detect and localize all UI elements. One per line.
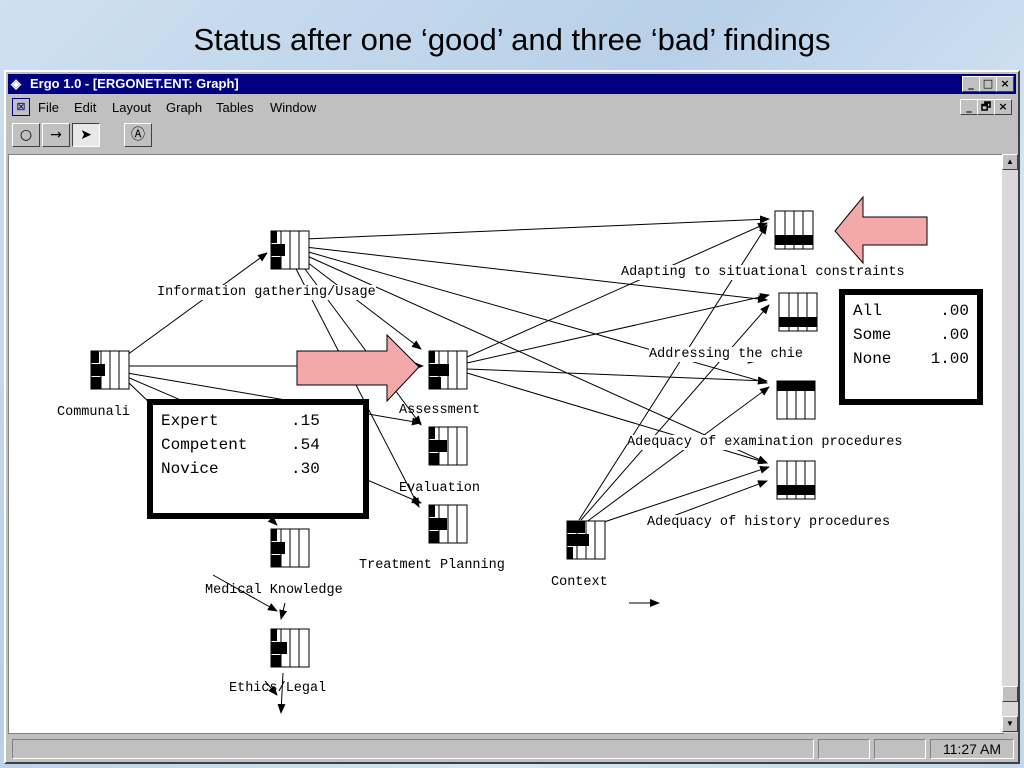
status-panel-2 xyxy=(818,739,870,759)
node-context-label: Context xyxy=(551,575,608,590)
vertical-scrollbar[interactable]: ▲ ▼ xyxy=(1002,154,1018,733)
child-minimize-button[interactable]: _ xyxy=(960,99,978,115)
prob-row-competent: Competent .54 xyxy=(161,433,355,457)
prob-value: 1.00 xyxy=(930,350,969,368)
node-treat-table[interactable] xyxy=(428,504,468,544)
slide-title: Status after one ‘good’ and three ‘bad’ … xyxy=(193,22,831,57)
pink-arrow-left xyxy=(834,195,928,265)
prob-label: None xyxy=(853,350,892,368)
node-treat-label: Treatment Planning xyxy=(359,558,505,573)
prob-label: Competent xyxy=(161,436,248,454)
node-medk-label: Medical Knowledge xyxy=(205,583,343,598)
prob-row-all: All .00 xyxy=(853,299,969,323)
prob-label: Some xyxy=(853,326,892,344)
node-info-table[interactable] xyxy=(270,230,310,270)
status-panel-3 xyxy=(874,739,926,759)
prob-value: .30 xyxy=(291,460,320,478)
node-adeq-hist-table[interactable] xyxy=(776,460,816,500)
node-assess-label: Assessment xyxy=(399,403,481,418)
node-addressing-label: Addressing the chie xyxy=(649,347,803,362)
node-eval-table[interactable] xyxy=(428,426,468,466)
circle-tool-button[interactable]: ○ xyxy=(12,123,40,147)
node-comm-label: Communali xyxy=(57,405,130,420)
node-assess-table[interactable] xyxy=(428,350,468,390)
pointer-icon: ➤ xyxy=(80,127,92,143)
graph-canvas[interactable]: Information gathering/Usage Communali As… xyxy=(8,154,1004,734)
circle-icon: ○ xyxy=(19,127,33,143)
prob-row-novice: Novice .30 xyxy=(161,457,355,481)
node-addressing-table[interactable] xyxy=(778,292,818,332)
prob-value: .00 xyxy=(940,302,969,320)
node-eval-label: Evaluation xyxy=(399,481,481,496)
app-icon: ◈ xyxy=(11,76,21,91)
window-titlebar: ◈ Ergo 1.0 - [ERGONET.ENT: Graph] _ □ × xyxy=(8,74,1016,94)
menu-layout[interactable]: Layout xyxy=(112,100,152,115)
node-ethics-label: Ethics/Legal xyxy=(229,681,327,696)
node-info-label: Information gathering/Usage xyxy=(157,285,376,300)
network-graph xyxy=(90,195,928,714)
menu-bar: ⊠ File Edit Layout Graph Tables Window _… xyxy=(8,96,1016,118)
node-adapting-table[interactable] xyxy=(774,210,814,250)
scroll-down-button[interactable]: ▼ xyxy=(1002,716,1018,732)
scroll-thumb[interactable] xyxy=(1002,686,1018,702)
status-bar: 11:27 AM xyxy=(8,736,1016,762)
window-title: Ergo 1.0 - [ERGONET.ENT: Graph] xyxy=(30,76,239,91)
pink-arrow-right xyxy=(296,333,420,403)
node-ethics-table[interactable] xyxy=(270,628,310,668)
atom-tool-button[interactable]: Ⓐ xyxy=(124,123,152,147)
status-message xyxy=(12,739,814,759)
minimize-button[interactable]: _ xyxy=(962,76,980,92)
prob-value: .15 xyxy=(291,412,320,430)
child-close-button[interactable]: × xyxy=(994,99,1012,115)
node-adeq-hist-label: Adequacy of history procedures xyxy=(647,515,891,530)
menu-window[interactable]: Window xyxy=(270,100,317,115)
arrow-tool-button[interactable]: → xyxy=(42,123,70,147)
node-adeq-exam-table[interactable] xyxy=(776,380,816,420)
node-context-table[interactable] xyxy=(566,520,606,560)
document-icon[interactable]: ⊠ xyxy=(12,98,30,116)
pointer-tool-button[interactable]: ➤ xyxy=(72,123,100,147)
ergo-window: ◈ Ergo 1.0 - [ERGONET.ENT: Graph] _ □ × … xyxy=(4,70,1020,764)
prob-value: .00 xyxy=(940,326,969,344)
competence-probability-box: Expert .15 Competent .54 Novice .30 xyxy=(147,399,369,519)
close-button[interactable]: × xyxy=(996,76,1014,92)
node-adapting-label: Adapting to situational constraints xyxy=(621,265,905,280)
node-adeq-exam-label: Adequacy of examination procedures xyxy=(627,435,903,450)
prob-label: Novice xyxy=(161,460,219,478)
menu-edit[interactable]: Edit xyxy=(74,100,97,115)
prob-label: Expert xyxy=(161,412,219,430)
maximize-button[interactable]: □ xyxy=(979,76,997,92)
status-clock: 11:27 AM xyxy=(930,739,1014,759)
child-restore-button[interactable]: 🗗 xyxy=(977,99,995,115)
menu-file[interactable]: File xyxy=(38,100,59,115)
prob-row-none: None 1.00 xyxy=(853,347,969,371)
finding-probability-box: All .00 Some .00 None 1.00 xyxy=(839,289,983,405)
menu-graph[interactable]: Graph xyxy=(166,100,203,115)
node-comm-table[interactable] xyxy=(90,350,130,390)
right-arrow-icon: → xyxy=(50,127,62,143)
prob-row-expert: Expert .15 xyxy=(161,409,355,433)
node-medk-table[interactable] xyxy=(270,528,310,568)
toolbar: ○ → ➤ Ⓐ xyxy=(8,120,1016,150)
atom-icon: Ⓐ xyxy=(131,127,145,143)
prob-label: All xyxy=(853,302,882,320)
prob-value: .54 xyxy=(291,436,320,454)
scroll-up-button[interactable]: ▲ xyxy=(1002,154,1018,170)
prob-row-some: Some .00 xyxy=(853,323,969,347)
menu-tables[interactable]: Tables xyxy=(216,100,254,115)
